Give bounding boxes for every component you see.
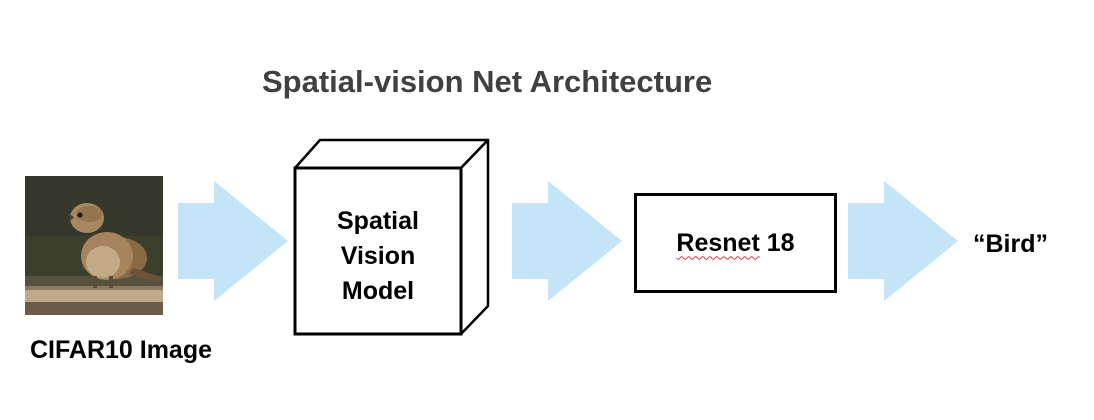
resnet-number: 18 — [766, 228, 795, 257]
model-label-line-2: Vision — [340, 242, 416, 270]
spatial-vision-model-label: Spatial Vision Model — [295, 204, 461, 309]
resnet-word: Resnet — [676, 228, 760, 257]
output-class-label: “Bird” — [973, 230, 1048, 258]
model-label-line-1: Spatial — [337, 207, 419, 235]
model-label-line-3: Model — [341, 277, 415, 305]
arrow-right-icon — [178, 181, 288, 301]
diagram-title: Spatial-vision Net Architecture — [262, 64, 713, 99]
input-image-caption: CIFAR10 Image — [30, 336, 213, 364]
arrow-right-icon — [512, 181, 622, 301]
resnet-18-label: Resnet 18 — [676, 229, 794, 258]
resnet-18-box: Resnet 18 — [634, 193, 837, 293]
spatial-vision-model-cube — [293, 138, 490, 336]
bird-image — [25, 176, 163, 315]
arrow-right-icon — [848, 181, 958, 301]
